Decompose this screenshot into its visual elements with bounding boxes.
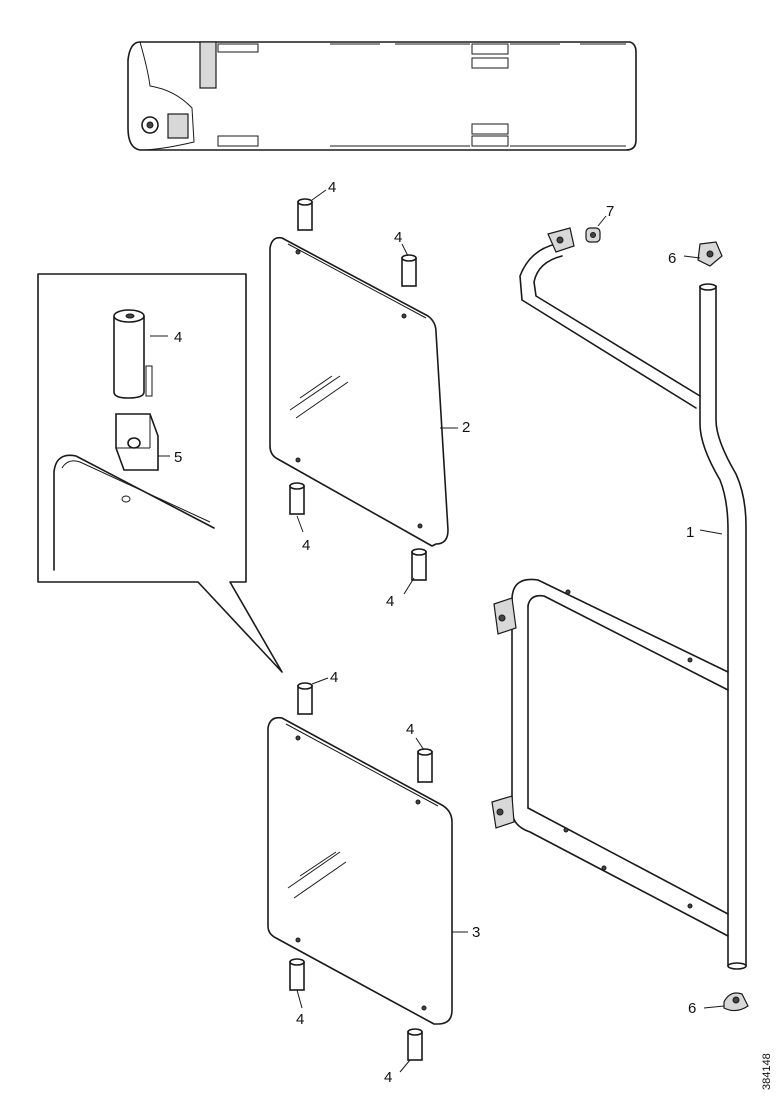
- callout-spacer: 4: [328, 179, 336, 196]
- callout-spacer: 4: [296, 1011, 304, 1028]
- spacers: [289, 198, 433, 1061]
- callout-frame: 1: [686, 524, 694, 541]
- spacer-detail: [113, 309, 168, 399]
- callout-spacer: 4: [406, 721, 414, 738]
- spacer: [407, 1028, 423, 1061]
- spacer: [289, 482, 305, 515]
- spacer: [417, 748, 433, 783]
- spacer: [289, 958, 305, 991]
- callout-end-fitting: 6: [668, 250, 676, 267]
- callout-spacer: 4: [174, 329, 182, 346]
- callout-clip: 5: [174, 449, 182, 466]
- callout-spacer: 4: [394, 229, 402, 246]
- callout-upper-glass: 2: [462, 419, 470, 436]
- callout-spacer: 4: [386, 593, 394, 610]
- spacer: [297, 682, 313, 715]
- callout-bolt: 7: [606, 203, 614, 220]
- callout-spacer: 4: [384, 1069, 392, 1086]
- reference-number: 384148: [761, 1053, 773, 1090]
- bus-plan-view: [127, 41, 637, 151]
- leader-lines: [296, 189, 725, 1073]
- callout-spacer: 4: [302, 537, 310, 554]
- detail-inset: [37, 273, 283, 673]
- lower-glass-panel: [267, 716, 453, 1025]
- spacer: [411, 548, 427, 581]
- tube-frame: [491, 227, 747, 970]
- callouts: 4 4 4 5 2 4 4 4 4 3 4 4 1 6 6 7: [174, 179, 696, 1086]
- upper-glass-panel: [269, 236, 449, 547]
- spacer: [297, 198, 313, 231]
- callout-end-fitting: 6: [688, 1000, 696, 1017]
- clip-detail: [115, 413, 170, 471]
- spacer: [401, 254, 417, 287]
- callout-lower-glass: 3: [472, 924, 480, 941]
- end-fittings: [585, 227, 749, 1012]
- callout-spacer: 4: [330, 669, 338, 686]
